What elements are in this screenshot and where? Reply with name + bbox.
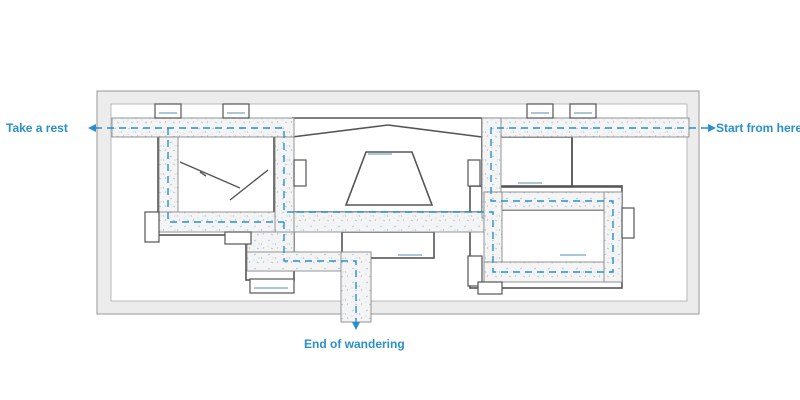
route-left-room: [167, 128, 284, 223]
arrow-right-icon: [708, 124, 716, 132]
route-left-path: [95, 127, 294, 213]
arrow-left-icon: [88, 124, 96, 132]
window-glass: [159, 112, 592, 289]
label-start-from-here: Start from here: [716, 121, 800, 135]
label-take-a-rest: Take a rest: [6, 121, 68, 135]
wandering-route: [95, 127, 708, 322]
window-bays: [144, 103, 635, 295]
label-end-of-wandering: End of wandering: [304, 337, 405, 351]
route-down-exit: [283, 222, 357, 322]
arrow-down-icon: [352, 322, 360, 330]
central-stage: [344, 151, 434, 206]
left-room-furniture: [179, 161, 269, 201]
route-right-loop: [294, 127, 708, 273]
